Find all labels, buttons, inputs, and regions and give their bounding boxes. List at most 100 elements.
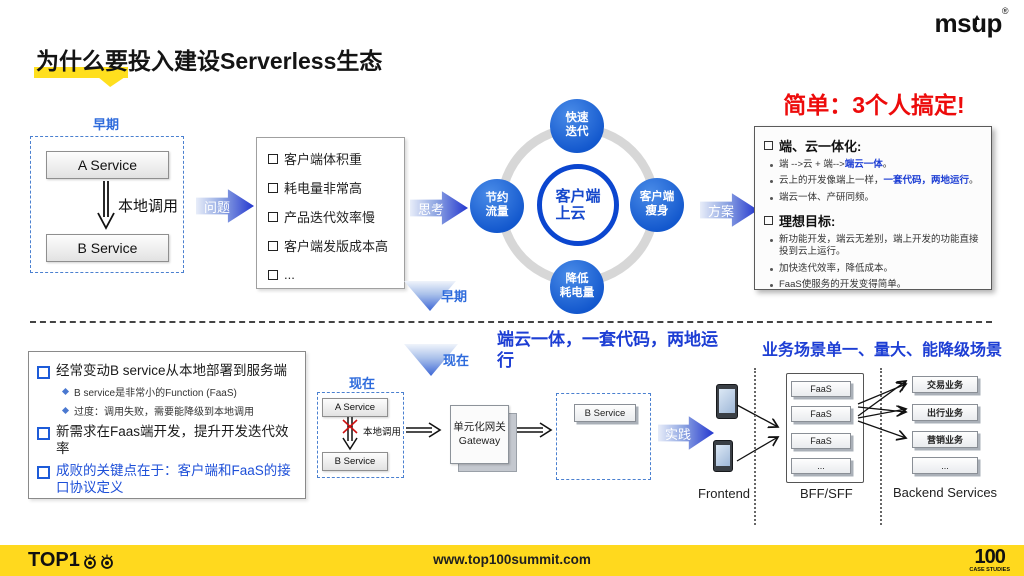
frontend-label: Frontend: [698, 486, 751, 501]
phone-screen: [719, 389, 735, 413]
solution-bullet: 加快迭代效率，降低成本。: [770, 263, 982, 275]
remote-service-b-box: B Service: [574, 404, 636, 422]
checkbox-bullet-icon: [37, 426, 50, 440]
down-arrow-crossed-icon: [342, 417, 358, 451]
solution-section-2-title: 理想目标:: [764, 211, 982, 230]
backend-service-box: 出行业务: [912, 404, 978, 421]
service-a-box: A Service: [46, 151, 169, 179]
title-highlight: [34, 67, 128, 78]
now-service-b-box: B Service: [322, 452, 388, 471]
notes-subitem: 过度：调用失败，需要能降级到本地调用: [61, 403, 297, 418]
checkbox-bullet-icon: [764, 216, 773, 226]
down-double-arrow-icon: [97, 181, 115, 230]
checkbox-bullet-icon: [268, 182, 278, 193]
backend-label: Backend Services: [893, 485, 998, 500]
faas-box: FaaS: [791, 381, 851, 397]
bubble-label: 节约 流量: [485, 192, 509, 218]
faas-box: ...: [791, 458, 851, 474]
bubble-label: 降低 耗电量: [559, 273, 595, 299]
now-chevron-label: 现在: [443, 353, 470, 368]
practice-arrow-label: 实践: [664, 426, 691, 442]
gateway-box: 单元化网关 Gateway: [450, 405, 509, 464]
title-highlight-tail: [98, 77, 125, 87]
backend-service-box: ...: [912, 457, 978, 474]
bubble-fast-iteration: 快速 迭代: [550, 99, 604, 153]
red-headline: 简单：3个人搞定!: [783, 92, 965, 118]
diamond-bullet-icon: [61, 387, 70, 395]
solution-section-1-title: 端、云一体化:: [764, 136, 982, 155]
checkbox-bullet-icon: [268, 240, 278, 251]
section-divider: [30, 321, 992, 323]
diamond-bullet-icon: [61, 406, 70, 414]
gateway-label-cn: 单元化网关: [453, 420, 506, 433]
notes-item: 新需求在Faas端开发，提升开发迭代效率: [37, 424, 297, 458]
page-title: 为什么要投入建设Serverless生态: [36, 48, 383, 74]
problem-item-text: 产品迭代效率慢: [284, 210, 376, 225]
smartphone-icon: [716, 384, 738, 419]
top100-logo-text: TOP1: [28, 549, 80, 571]
case-studies-badge: 100 CASE STUDIES: [969, 547, 1010, 574]
checkbox-bullet-icon: [268, 269, 278, 280]
now-service-a-box: A Service: [322, 398, 388, 417]
now-stage-label: 现在: [349, 376, 376, 391]
problem-list-panel: 客户端体积重 耗电量非常高 产品迭代效率慢 客户端发版成本高 ...: [256, 137, 405, 289]
list-item: 耗电量非常高: [257, 173, 404, 202]
dot-bullet-icon: [770, 284, 773, 288]
bottom-header-right: 业务场景单一、量大、能降级场景: [762, 342, 1003, 359]
summit-url: www.top100summit.com: [433, 552, 591, 567]
cloud-dashed-box: [556, 393, 651, 480]
right-double-arrow-icon: [406, 422, 442, 438]
badge-number: 100: [974, 546, 1005, 568]
early-chevron-label: 早期: [441, 289, 468, 304]
faas-box: FaaS: [791, 433, 851, 449]
msup-logo: msup®: [935, 6, 1009, 39]
badge-caption: CASE STUDIES: [969, 567, 1010, 573]
bottom-header-left: 端云一体，一套代码，两地运行: [497, 330, 718, 371]
checkbox-bullet-icon: [37, 465, 50, 479]
smartphone-icon: [713, 440, 733, 472]
practice-arrow: 实践: [658, 416, 714, 450]
frontend-to-bff-arrows: [736, 404, 786, 462]
bubble-label: 快速 迭代: [565, 112, 589, 138]
problem-item-text: ...: [284, 267, 295, 282]
vertical-dotted-divider: [754, 368, 756, 525]
backend-service-box: 营销业务: [912, 431, 978, 448]
dot-bullet-icon: [770, 180, 773, 184]
list-item: 客户端体积重: [257, 144, 404, 173]
think-arrow: 思考: [410, 191, 468, 225]
notes-panel: 经常变动B service从本地部署到服务端 B service是非常小的Fun…: [28, 351, 306, 499]
checkbox-bullet-icon: [764, 141, 773, 150]
checkbox-bullet-icon: [37, 366, 50, 379]
list-item: 客户端发版成本高: [257, 231, 404, 260]
list-item: ...: [257, 260, 404, 289]
bubble-save-traffic: 节约 流量: [470, 179, 524, 233]
problem-item-text: 耗电量非常高: [284, 181, 363, 196]
right-double-arrow-icon: [517, 422, 553, 438]
solution-bullet: 云上的开发像端上一样，一套代码，两地运行。: [770, 175, 982, 187]
plan-arrow-label: 方案: [707, 203, 734, 219]
notes-subitem: B service是非常小的Function (FaaS): [61, 384, 297, 399]
bubble-label: 客户端 瘦身: [639, 191, 675, 217]
top100-eyes-icon: [83, 554, 113, 569]
dot-bullet-icon: [770, 164, 773, 167]
bubble-client-slim: 客户端 瘦身: [630, 178, 684, 232]
footer-bar: TOP1 www.top100summit.com 100 CASE STUDI…: [0, 545, 1024, 576]
service-b-box: B Service: [46, 234, 169, 262]
early-dashed-box: [30, 136, 184, 273]
msup-up-arrow-icon: [974, 15, 980, 20]
local-call-label: 本地调用: [118, 198, 179, 215]
problem-arrow-label: 问题: [203, 199, 230, 215]
list-item: 产品迭代效率慢: [257, 202, 404, 231]
registered-mark: ®: [1001, 6, 1009, 16]
cloud-hub: 客户端 上云: [537, 164, 619, 246]
gateway-label-en: Gateway: [458, 434, 501, 447]
checkbox-bullet-icon: [268, 153, 278, 164]
solution-panel: 端、云一体化: 端 -->云 + 端-->端云一体。 云上的开发像端上一样，一套…: [754, 126, 992, 290]
think-arrow-label: 思考: [417, 201, 444, 217]
bff-to-backend-arrows: [857, 374, 914, 452]
problem-item-text: 客户端体积重: [284, 152, 363, 167]
now-local-call-label: 本地调用: [363, 427, 402, 438]
vertical-dotted-divider: [880, 368, 882, 525]
plan-arrow: 方案: [700, 193, 758, 227]
